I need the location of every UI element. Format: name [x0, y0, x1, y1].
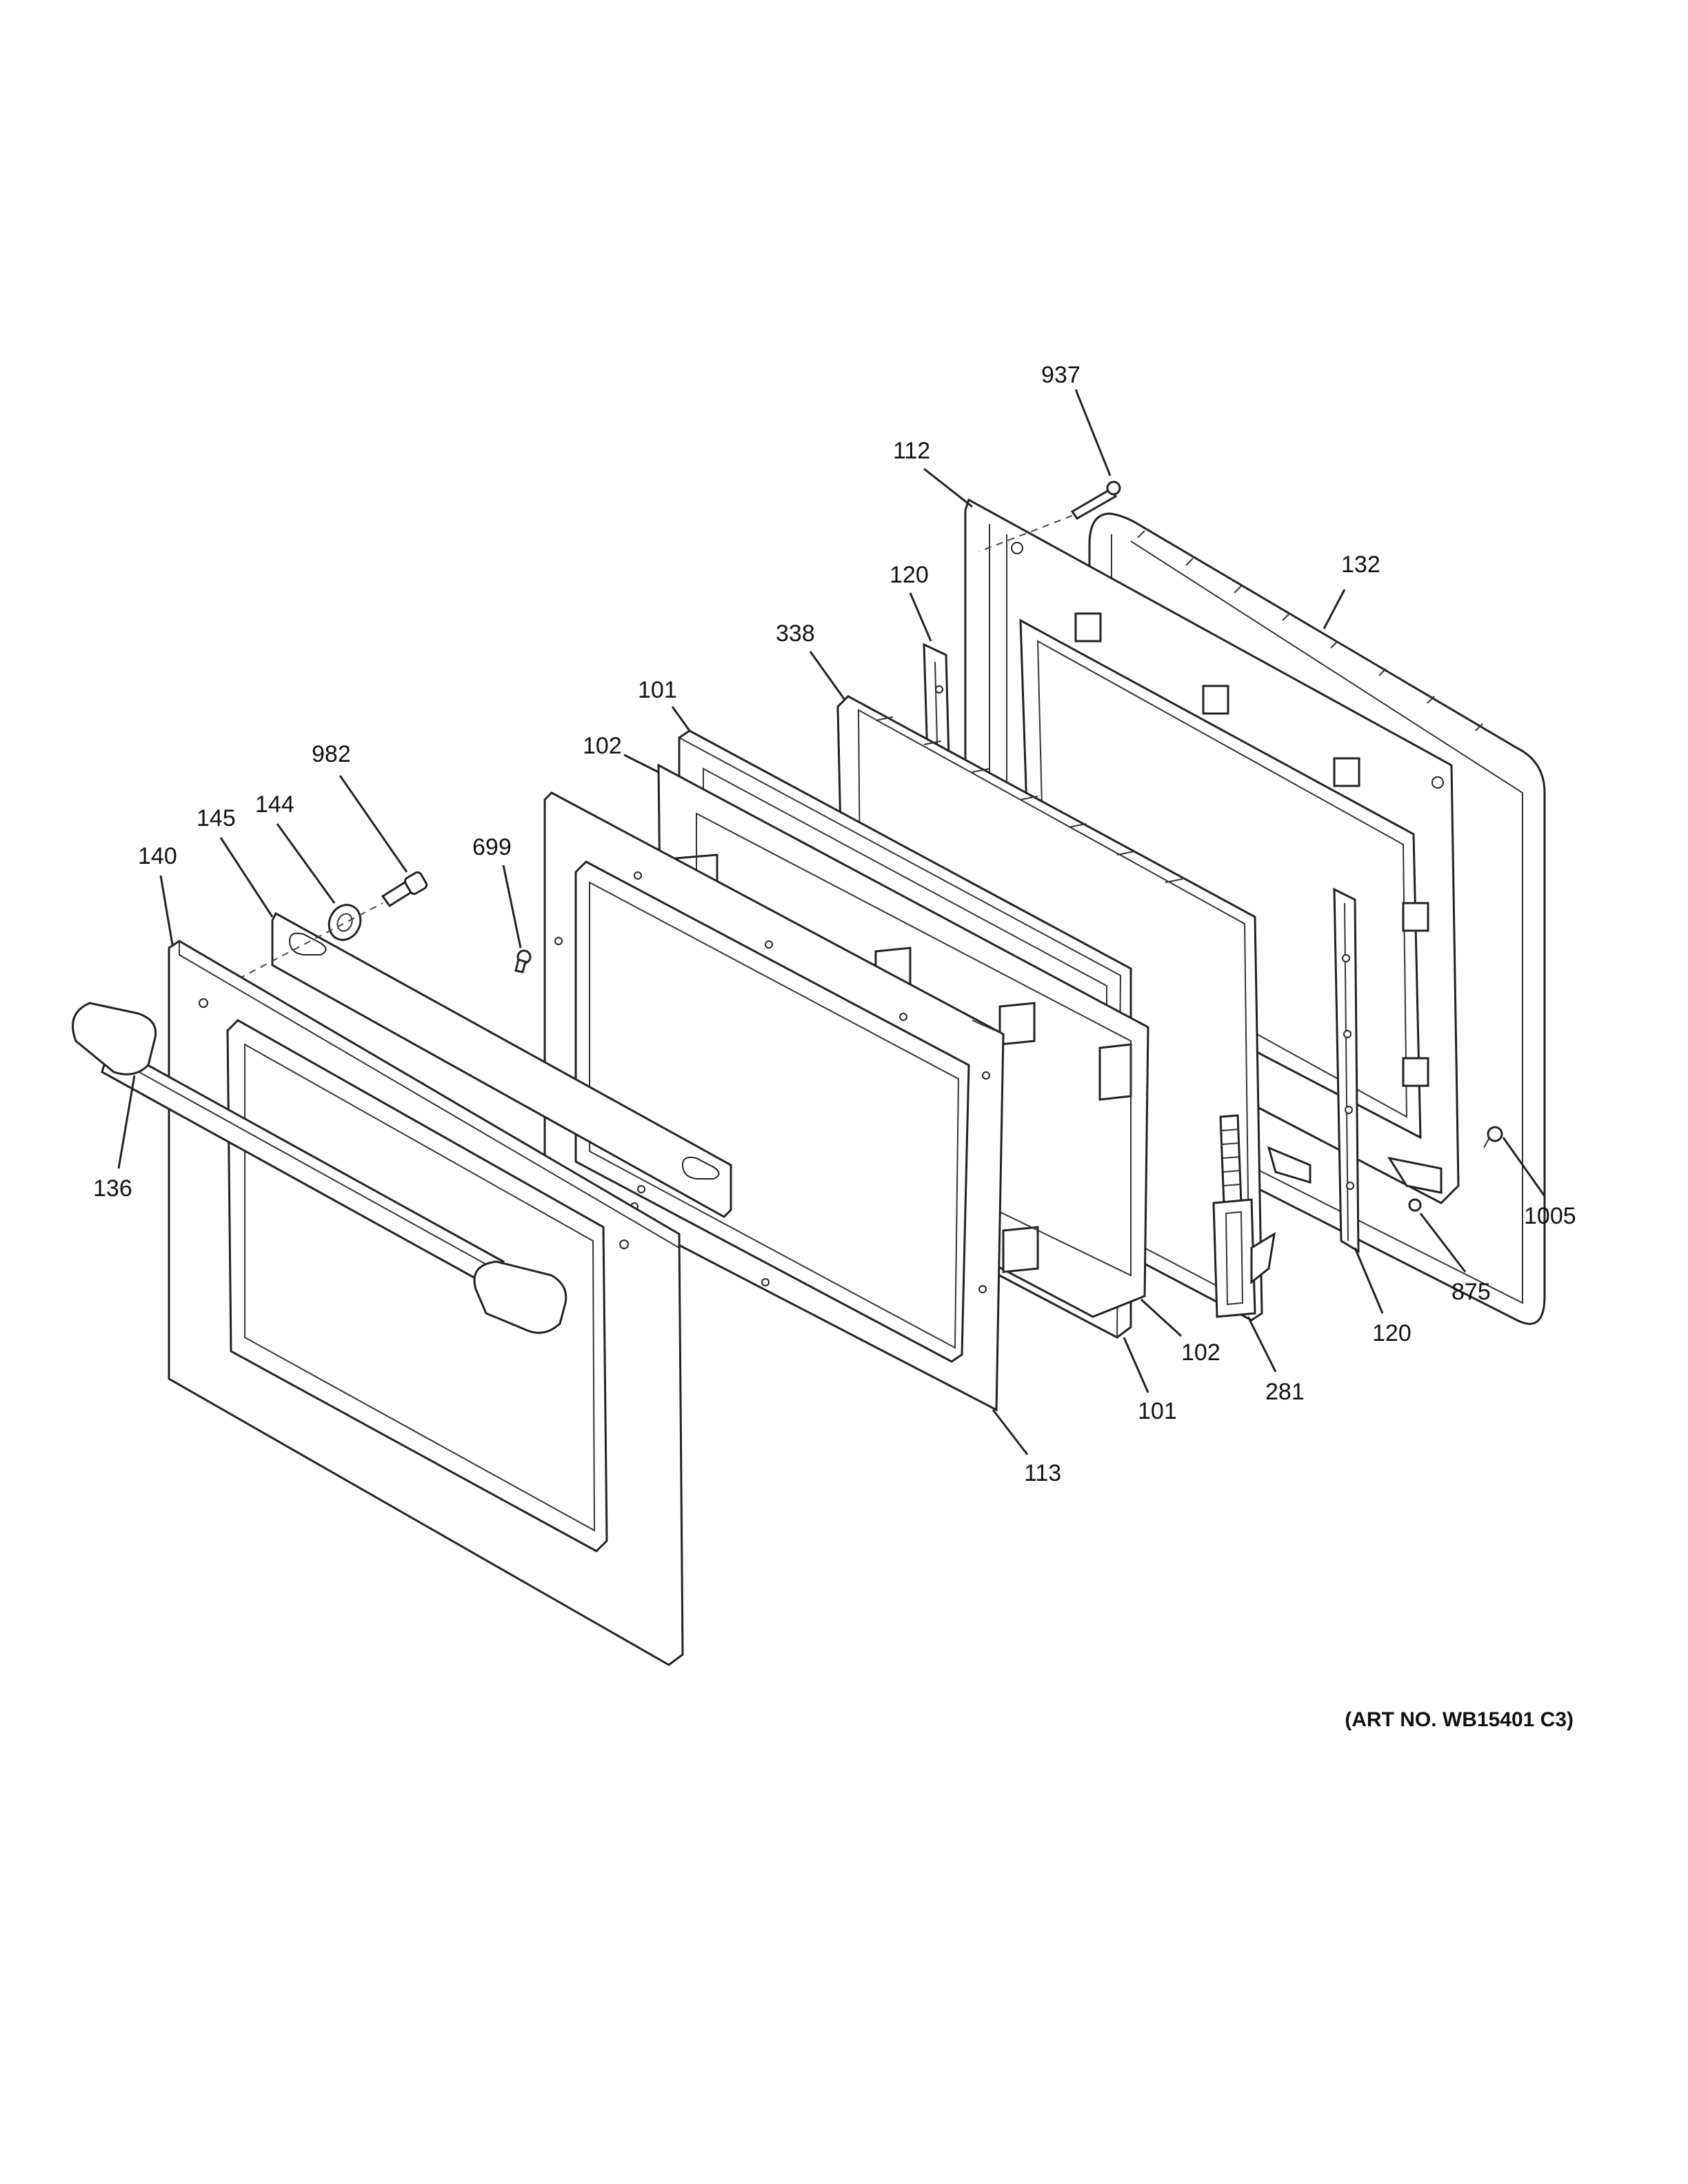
door-handle-136	[72, 1002, 567, 1334]
callout-102-bottom: 102	[1181, 1339, 1220, 1366]
inner-frame-113	[543, 791, 1005, 1412]
callout-136: 136	[93, 1175, 132, 1202]
callout-102-top: 102	[583, 733, 622, 759]
hinge-281	[1212, 1114, 1276, 1318]
screw-982	[381, 871, 428, 908]
callout-132: 132	[1341, 552, 1380, 578]
callout-labels: 937 112 132 120 338 101 102 982 144 145 …	[93, 362, 1576, 1486]
callout-140: 140	[138, 843, 177, 869]
callout-699: 699	[472, 834, 512, 860]
screw-1005	[1483, 1126, 1503, 1149]
leader-lines	[117, 389, 1546, 1455]
callout-145: 145	[197, 805, 236, 831]
outer-door-panel-140	[168, 940, 684, 1666]
handle-bracket-145	[271, 911, 732, 1218]
callout-144: 144	[255, 791, 294, 818]
screw-937	[978, 481, 1121, 552]
callout-120-right: 120	[1372, 1320, 1411, 1346]
callout-101-bottom: 101	[1138, 1398, 1177, 1424]
hinge-channel-120-right	[1333, 887, 1360, 1253]
callout-281: 281	[1265, 1379, 1305, 1405]
art-number: (ART NO. WB15401 C3)	[1345, 1708, 1574, 1731]
callout-113: 113	[1024, 1460, 1061, 1486]
callout-875: 875	[1451, 1279, 1491, 1305]
screw-699	[514, 949, 532, 973]
callout-120-left: 120	[890, 562, 929, 588]
callout-1005: 1005	[1524, 1203, 1576, 1229]
spacer-144	[328, 904, 362, 941]
inner-door-panel-112	[964, 498, 1460, 1204]
screw-875	[1408, 1198, 1422, 1212]
callout-112: 112	[893, 438, 930, 464]
callout-101-top: 101	[638, 677, 677, 703]
callout-982: 982	[312, 741, 351, 767]
callout-937: 937	[1041, 362, 1081, 388]
callout-338: 338	[776, 620, 815, 647]
